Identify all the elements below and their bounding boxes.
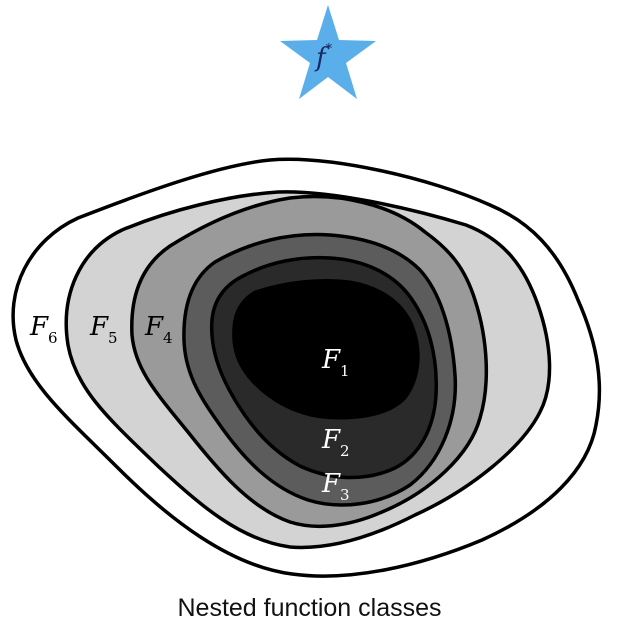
region-f1 bbox=[232, 279, 420, 420]
star-icon bbox=[280, 5, 376, 99]
label-f2: F2 bbox=[321, 425, 350, 460]
label-f6: F6 bbox=[29, 312, 58, 347]
label-f4: F4 bbox=[144, 312, 173, 347]
diagram-caption: Nested function classes bbox=[177, 594, 442, 622]
label-f1: F1 bbox=[321, 345, 350, 380]
label-f5: F5 bbox=[89, 312, 118, 347]
target-function-star: f* bbox=[280, 5, 376, 99]
label-f3: F3 bbox=[321, 469, 350, 504]
